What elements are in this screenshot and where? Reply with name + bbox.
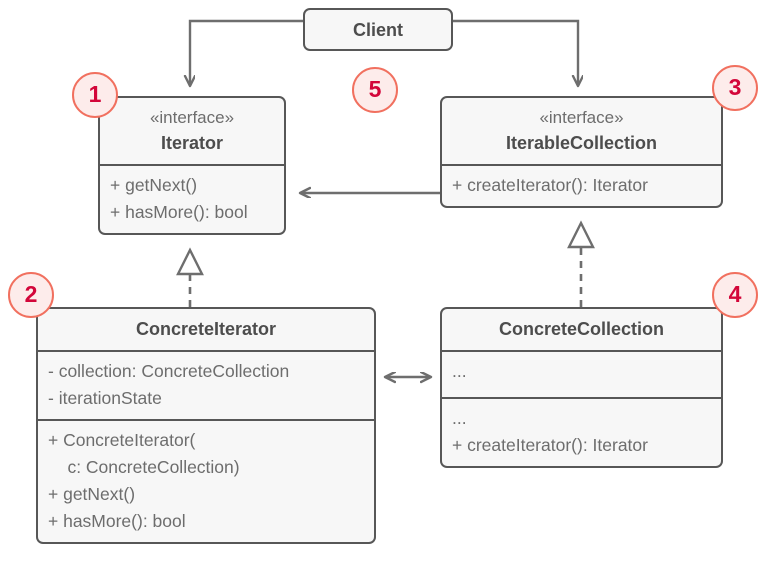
edge-client-to-iterablecollection xyxy=(453,19,578,86)
step-badge-5[interactable]: 5 xyxy=(352,67,398,113)
class-box-iterablecollection[interactable]: «interface» IterableCollection + createI… xyxy=(440,96,723,208)
class-box-client[interactable]: Client xyxy=(303,8,453,51)
attribute-item: ... xyxy=(452,361,467,381)
operations-compartment-iterablecollection: + createIterator(): Iterator xyxy=(442,166,721,206)
edge-client-to-iterator xyxy=(190,19,303,86)
class-box-concreteiterator[interactable]: ConcreteIterator - collection: ConcreteC… xyxy=(36,307,376,544)
class-box-iterator[interactable]: «interface» Iterator + getNext() + hasMo… xyxy=(98,96,286,235)
attributes-compartment-concretecollection: ... xyxy=(442,352,721,399)
operation-item: ... xyxy=(452,408,467,428)
edge-concreteiterator-realizes-iterator xyxy=(176,247,204,307)
step-badge-3[interactable]: 3 xyxy=(712,65,758,111)
step-badge-2[interactable]: 2 xyxy=(8,272,54,318)
operation-item: + getNext() xyxy=(48,484,136,504)
attributes-compartment-concreteiterator: - collection: ConcreteCollection - itera… xyxy=(38,352,374,421)
class-name-iterablecollection: IterableCollection xyxy=(505,133,658,153)
class-header-iterator: «interface» Iterator xyxy=(100,98,284,166)
operation-item: c: ConcreteCollection) xyxy=(48,457,240,477)
operation-item: + createIterator(): Iterator xyxy=(452,435,648,455)
class-header-concreteiterator: ConcreteIterator xyxy=(38,309,374,352)
attribute-item: - collection: ConcreteCollection xyxy=(48,361,290,381)
operation-item: + createIterator(): Iterator xyxy=(452,175,648,195)
step-badge-1[interactable]: 1 xyxy=(72,72,118,118)
operation-item: + hasMore(): bool xyxy=(110,202,248,222)
class-header-concretecollection: ConcreteCollection xyxy=(442,309,721,352)
class-name-concreteiterator: ConcreteIterator xyxy=(135,319,277,339)
step-badge-4[interactable]: 4 xyxy=(712,272,758,318)
stereotype-iterator: «interface» xyxy=(149,108,235,127)
operation-item: + hasMore(): bool xyxy=(48,511,186,531)
operations-compartment-concretecollection: ... + createIterator(): Iterator xyxy=(442,399,721,466)
edge-concretecollection-realizes-iterablecollection xyxy=(567,220,595,307)
class-name-concretecollection: ConcreteCollection xyxy=(498,319,665,339)
operations-compartment-iterator: + getNext() + hasMore(): bool xyxy=(100,166,284,233)
stereotype-iterablecollection: «interface» xyxy=(539,108,624,127)
operation-item: + getNext() xyxy=(110,175,198,195)
operations-compartment-concreteiterator: + ConcreteIterator( c: ConcreteCollectio… xyxy=(38,421,374,542)
class-box-concretecollection[interactable]: ConcreteCollection ... ... + createItera… xyxy=(440,307,723,468)
operation-item: + ConcreteIterator( xyxy=(48,430,196,450)
class-header-iterablecollection: «interface» IterableCollection xyxy=(442,98,721,166)
attribute-item: - iterationState xyxy=(48,388,162,408)
class-name-iterator: Iterator xyxy=(160,133,223,153)
class-name-client: Client xyxy=(352,19,403,40)
